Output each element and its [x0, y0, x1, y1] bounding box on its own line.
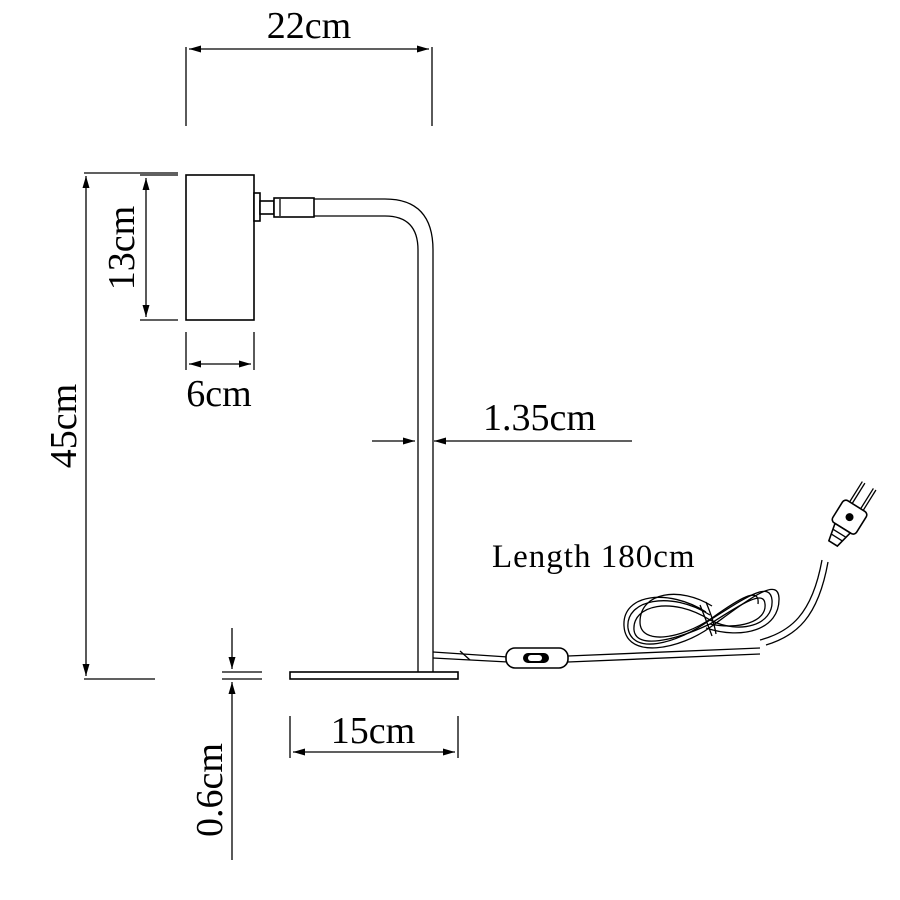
lamp-joint-knuckle	[259, 200, 275, 215]
dimension-head-height: 13cm	[101, 174, 178, 321]
lamp-head	[185, 174, 255, 321]
lamp-stem-outer	[314, 198, 434, 672]
dimension-base-length: 15cm	[289, 710, 459, 758]
label-stem-diameter: 1.35cm	[483, 397, 596, 439]
lamp-base	[289, 671, 459, 680]
label-head-height: 13cm	[101, 206, 143, 290]
cable-to-plug-b	[765, 561, 829, 646]
plug-pin-left	[849, 481, 863, 503]
plug-grip-ridge-2	[831, 533, 843, 542]
plug-strain-relief	[827, 522, 852, 548]
cable-to-switch-upper	[432, 651, 509, 658]
power-cable: Length 180cm	[432, 481, 877, 669]
dimension-overall-height: 45cm	[43, 172, 178, 680]
plug-grip-ridge-1	[833, 529, 846, 538]
cable-length-note: Length 180cm	[492, 539, 696, 575]
lamp	[185, 174, 459, 680]
label-base-length: 15cm	[331, 710, 415, 752]
plug-pin-right	[860, 488, 874, 510]
cable-to-switch-lower	[432, 657, 509, 663]
cable-kink	[459, 650, 471, 661]
plug-pin-right-edge	[862, 489, 877, 511]
cable-coil	[623, 588, 780, 649]
plug-dot	[845, 513, 854, 522]
dimension-overall-width: 22cm	[185, 5, 433, 126]
label-head-depth: 6cm	[186, 373, 251, 415]
label-base-thickness: 0.6cm	[189, 743, 231, 837]
euro-plug	[827, 481, 877, 548]
lamp-arm-sleeve	[273, 197, 315, 218]
lamp-stem-inner	[314, 215, 419, 672]
dimension-base-thickness: 0.6cm	[189, 628, 262, 860]
label-overall-width: 22cm	[267, 5, 351, 47]
cable-after-switch-upper	[567, 647, 761, 657]
label-overall-height: 45cm	[43, 384, 85, 468]
dimension-head-depth: 6cm	[185, 332, 255, 415]
lamp-joint-plate	[253, 192, 261, 222]
cable-after-switch-lower	[567, 653, 761, 663]
cable-to-plug-a	[759, 559, 823, 641]
switch-toggle-highlight	[528, 655, 542, 661]
dimension-stem-diameter: 1.35cm	[372, 397, 632, 445]
plug-pin-left-edge	[851, 482, 866, 504]
